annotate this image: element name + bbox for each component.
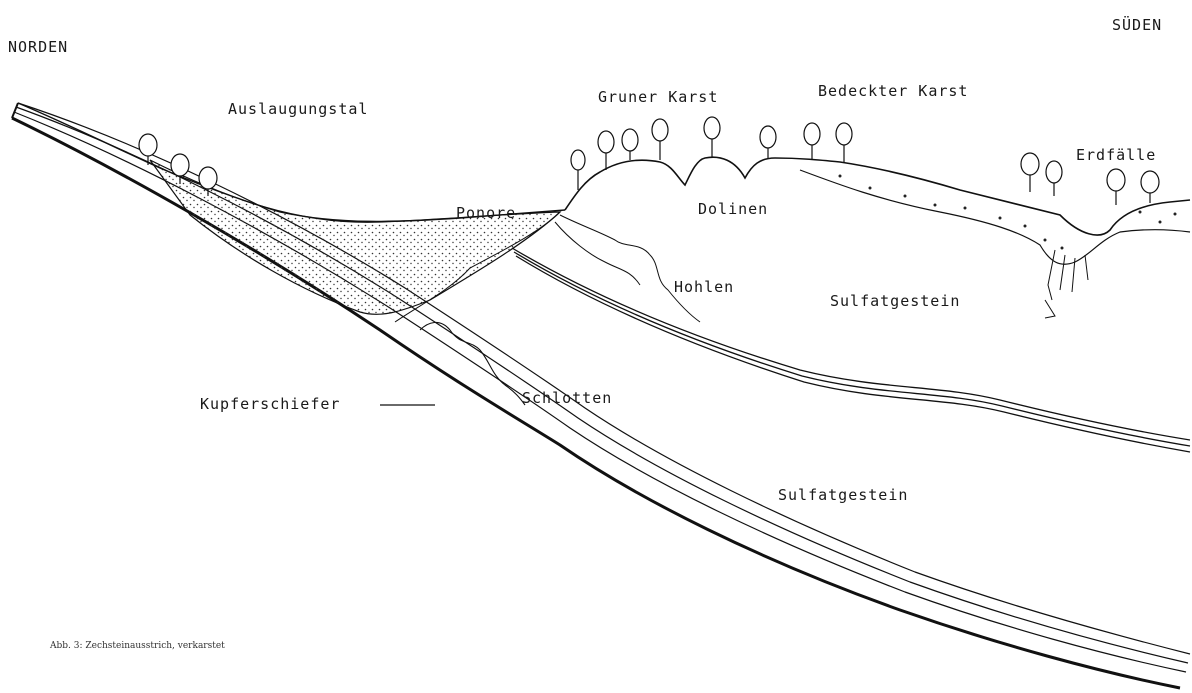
figure-caption: Abb. 3: Zechsteinausstrich, verkarstet [50, 641, 225, 651]
tree-icon [1021, 153, 1039, 192]
label-south: SÜDEN [1112, 16, 1162, 34]
label-green-karst: Gruner Karst [598, 88, 718, 106]
covered-karst-fill [839, 175, 1177, 250]
label-copper-shale: Kupferschiefer [200, 395, 340, 413]
label-leaching-valley: Auslaugungstal [228, 100, 368, 118]
tree-icon [622, 129, 638, 160]
tree-icon [571, 150, 585, 190]
tree-icon [804, 123, 820, 160]
cave-passages [555, 215, 700, 322]
tree-icon [760, 126, 776, 158]
label-dolines: Dolinen [698, 200, 768, 218]
shafts [420, 322, 525, 405]
tree-icon [1046, 161, 1062, 196]
tree-icon [598, 131, 614, 170]
sinkhole-fractures [1045, 250, 1088, 318]
label-ponor: Ponore [456, 204, 516, 222]
label-north: NORDEN [8, 38, 68, 56]
tree-icon [652, 119, 668, 160]
tree-icon [1107, 169, 1125, 205]
label-sulfate-rock-upper: Sulfatgestein [830, 292, 960, 310]
tree-icon [1141, 171, 1159, 203]
covered-karst-lower-line [800, 170, 1190, 264]
label-sulfate-rock-lower: Sulfatgestein [778, 486, 908, 504]
tree-icon [836, 123, 852, 162]
label-shafts: Schlotten [522, 389, 612, 407]
label-covered-karst: Bedeckter Karst [818, 82, 968, 100]
label-sinkholes: Erdfälle [1076, 146, 1156, 164]
tree-icon [704, 117, 720, 157]
label-caves: Hohlen [674, 278, 734, 296]
